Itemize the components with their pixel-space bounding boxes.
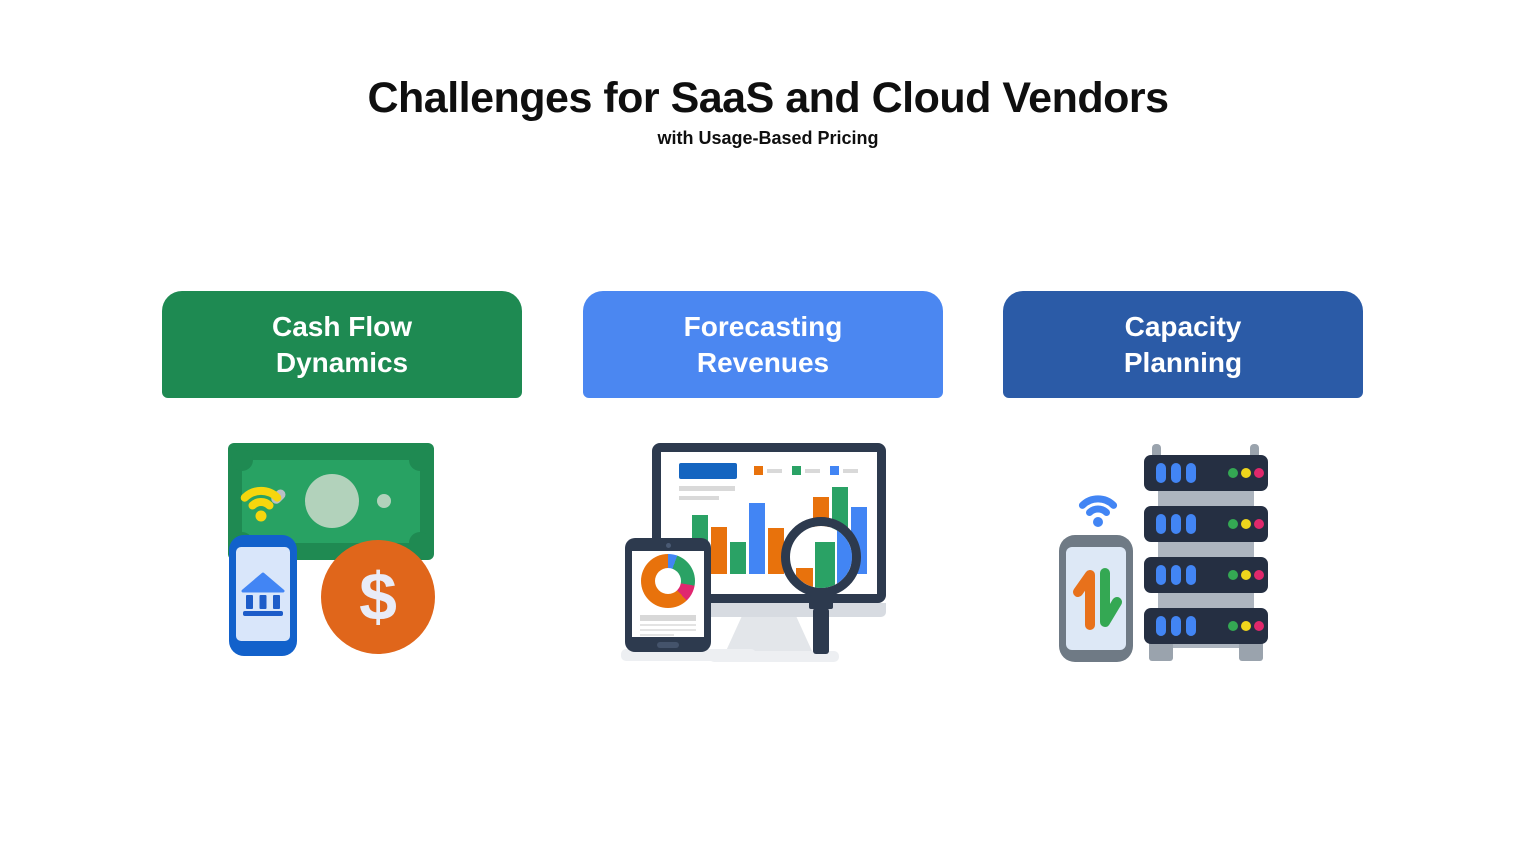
placeholder-text-line bbox=[640, 624, 696, 626]
wifi-contactless-icon bbox=[240, 486, 286, 522]
server-slot bbox=[1186, 616, 1196, 636]
card-forecasting: Forecasting Revenues bbox=[583, 291, 943, 691]
server-slot bbox=[1156, 514, 1166, 534]
donut-hole bbox=[655, 568, 681, 594]
bank-icon bbox=[241, 572, 285, 616]
server-led-pink bbox=[1254, 621, 1264, 631]
server-slot bbox=[1186, 463, 1196, 483]
magnifier-collar bbox=[809, 596, 833, 609]
server-led-pink bbox=[1254, 519, 1264, 529]
legend-swatch bbox=[792, 466, 801, 475]
banknote-notch bbox=[409, 449, 431, 471]
data-transfer-arrows-icon bbox=[1073, 567, 1122, 630]
chart-legend bbox=[754, 466, 858, 475]
card-cash-flow: Cash Flow Dynamics bbox=[162, 291, 522, 691]
page-subtitle: with Usage-Based Pricing bbox=[657, 128, 879, 148]
capacity-illustration bbox=[1003, 440, 1363, 675]
server-unit bbox=[1144, 557, 1268, 593]
tablet-shadow bbox=[621, 649, 756, 661]
legend-swatch bbox=[754, 466, 763, 475]
rack-foot bbox=[1149, 640, 1173, 661]
mobile-banking-phone-icon bbox=[229, 535, 297, 656]
server-slot bbox=[1186, 565, 1196, 585]
cash-flow-illustration: $ bbox=[162, 440, 522, 675]
placeholder-text-line bbox=[679, 486, 735, 491]
server-led-yellow bbox=[1241, 570, 1251, 580]
server-led-pink bbox=[1254, 570, 1264, 580]
magnifier-handle bbox=[813, 608, 829, 654]
rack-foot bbox=[1239, 640, 1263, 661]
placeholder-text-line bbox=[679, 496, 719, 500]
server-led-green bbox=[1228, 519, 1238, 529]
phone-screen bbox=[1066, 547, 1126, 650]
server-slot bbox=[1156, 616, 1166, 636]
chart-bar-orange bbox=[768, 528, 784, 574]
tablet-camera-dot bbox=[666, 543, 671, 548]
legend-swatch bbox=[830, 466, 839, 475]
banknote-icon bbox=[228, 443, 434, 560]
server-slot bbox=[1171, 514, 1181, 534]
legend-item-green bbox=[792, 466, 820, 475]
server-unit bbox=[1144, 455, 1268, 491]
banknote-notch bbox=[231, 449, 253, 471]
legend-label-line bbox=[805, 468, 820, 473]
placeholder-text-line bbox=[640, 629, 696, 631]
server-unit bbox=[1144, 506, 1268, 542]
card-header-cash-flow: Cash Flow Dynamics bbox=[162, 291, 522, 398]
banknote-notch bbox=[409, 532, 431, 554]
banknote-dot bbox=[377, 494, 391, 508]
legend-label-line bbox=[843, 468, 858, 473]
monitor-base bbox=[709, 651, 839, 662]
chart-bar-orange bbox=[711, 527, 727, 574]
mobile-data-transfer-icon bbox=[1059, 535, 1133, 662]
legend-item-orange bbox=[754, 466, 782, 475]
dollar-coin-icon: $ bbox=[321, 540, 435, 654]
server-led-yellow bbox=[1241, 519, 1251, 529]
tablet-screen bbox=[632, 551, 704, 637]
server-led-yellow bbox=[1241, 621, 1251, 631]
server-slot bbox=[1171, 463, 1181, 483]
server-led-pink bbox=[1254, 468, 1264, 478]
phone-screen bbox=[236, 547, 290, 641]
placeholder-text-block bbox=[640, 615, 696, 621]
server-slot bbox=[1156, 463, 1166, 483]
server-led-green bbox=[1228, 468, 1238, 478]
magnifying-glass-icon bbox=[781, 517, 861, 597]
server-led-yellow bbox=[1241, 468, 1251, 478]
tablet-donut-chart-icon bbox=[625, 538, 711, 652]
card-capacity: Capacity Planning bbox=[1003, 291, 1363, 691]
card-header-forecasting: Forecasting Revenues bbox=[583, 291, 943, 398]
page-title: Challenges for SaaS and Cloud Vendors bbox=[367, 74, 1169, 122]
chart-bar-green bbox=[730, 542, 746, 574]
server-unit bbox=[1144, 608, 1268, 644]
wifi-icon bbox=[1078, 495, 1118, 527]
rack-antenna bbox=[1152, 444, 1161, 460]
tablet-home-button bbox=[657, 642, 679, 648]
server-slot bbox=[1186, 514, 1196, 534]
donut-chart bbox=[641, 554, 695, 608]
server-slot bbox=[1171, 565, 1181, 585]
dashboard-header-bar bbox=[679, 463, 737, 479]
card-header-capacity: Capacity Planning bbox=[1003, 291, 1363, 398]
placeholder-text-line bbox=[640, 634, 674, 636]
chart-bar-blue bbox=[749, 503, 765, 574]
legend-item-blue bbox=[830, 466, 858, 475]
server-slot bbox=[1156, 565, 1166, 585]
legend-label-line bbox=[767, 468, 782, 473]
rack-antenna bbox=[1250, 444, 1259, 460]
server-led-green bbox=[1228, 570, 1238, 580]
dollar-symbol: $ bbox=[359, 559, 397, 635]
server-led-green bbox=[1228, 621, 1238, 631]
server-slot bbox=[1171, 616, 1181, 636]
banknote-portrait-circle bbox=[305, 474, 359, 528]
forecasting-illustration bbox=[583, 440, 943, 675]
monitor-stand bbox=[726, 617, 812, 651]
